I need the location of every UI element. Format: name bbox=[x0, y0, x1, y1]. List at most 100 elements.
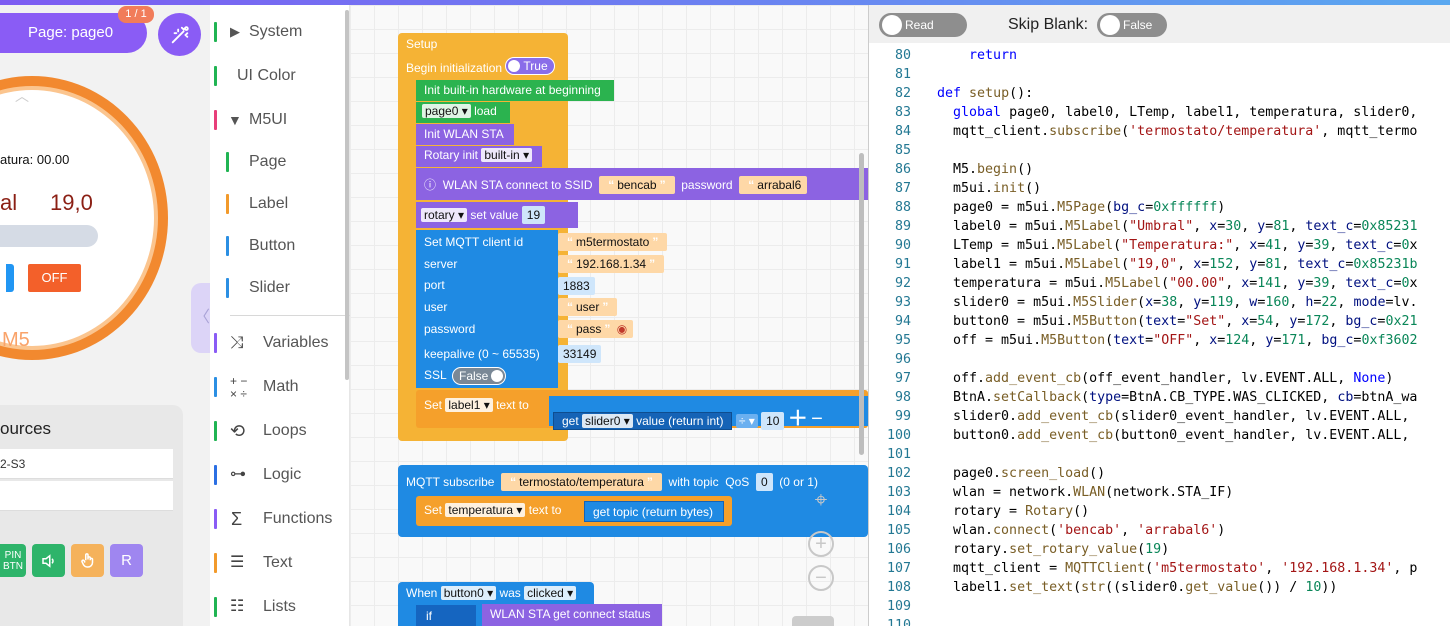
device-off-button[interactable]: OFF bbox=[28, 264, 81, 292]
page0-dropdown[interactable]: page0 ▾ bbox=[422, 104, 471, 118]
divisor-number[interactable]: 10 bbox=[761, 412, 785, 430]
get-slider-block[interactable]: get slider0 ▾ value (return int) bbox=[553, 412, 733, 430]
client-id-string[interactable]: “m5termostato” bbox=[558, 233, 668, 251]
line-number: 91 bbox=[894, 257, 911, 272]
code-line[interactable]: temperatura = m5ui.M5Label("00.00", x=14… bbox=[937, 276, 1418, 291]
wlan-status-block[interactable]: WLAN STA get connect status bbox=[482, 604, 662, 626]
pass-string[interactable]: “pass” ◉ bbox=[558, 320, 634, 338]
code-line[interactable]: label1.set_text(str((slider0.get_value()… bbox=[937, 580, 1338, 595]
ssid-string[interactable]: “bencab” bbox=[599, 176, 675, 194]
category-variables[interactable]: ⤨Variables bbox=[210, 328, 350, 358]
code-line[interactable]: off.add_event_cb(off_event_handler, lv.E… bbox=[937, 371, 1394, 386]
touch-button[interactable] bbox=[71, 544, 104, 577]
code-line[interactable]: BtnA.setCallback(type=BtnA.CB_TYPE.WAS_C… bbox=[937, 390, 1418, 405]
collapse-panel-button[interactable]: 〈 bbox=[191, 283, 213, 353]
operator-dropdown[interactable]: ÷ ▾ bbox=[735, 414, 758, 428]
code-line[interactable]: button0 = m5ui.M5Button(text="Set", x=54… bbox=[937, 314, 1418, 329]
category-logic[interactable]: ⊶Logic bbox=[210, 460, 350, 490]
init-builtin-block[interactable]: Init built-in hardware at beginning bbox=[416, 80, 614, 101]
rotary-init-block[interactable]: Rotary init built-in ▾ bbox=[416, 146, 542, 167]
category-system[interactable]: ▶System bbox=[210, 17, 350, 47]
eye-icon[interactable]: ◉ bbox=[616, 322, 628, 336]
category-lists[interactable]: ☷Lists bbox=[210, 592, 350, 622]
device-slider[interactable] bbox=[0, 225, 98, 247]
code-line[interactable]: m5ui.init() bbox=[937, 181, 1042, 196]
code-line[interactable]: def setup(): bbox=[937, 86, 1034, 101]
resource-item-empty[interactable] bbox=[0, 481, 173, 511]
code-line[interactable]: return bbox=[969, 48, 1018, 63]
blocks-workspace[interactable]: Setup Begin initialization True Init bui… bbox=[350, 5, 868, 626]
code-line[interactable]: page0.screen_load() bbox=[937, 466, 1106, 481]
category-math[interactable]: + −× ÷Math bbox=[210, 372, 350, 402]
if-block[interactable]: if bbox=[416, 605, 476, 626]
button0-dropdown[interactable]: button0 ▾ bbox=[440, 586, 497, 600]
category-m5ui[interactable]: ▼M5UI bbox=[210, 105, 350, 135]
code-line[interactable]: mqtt_client = MQTTClient('m5termostato',… bbox=[937, 561, 1418, 576]
zoom-out-button[interactable]: − bbox=[808, 565, 834, 591]
resources-title: ources bbox=[0, 419, 52, 438]
rotary-set-value-block[interactable]: rotary ▾ set value 19 bbox=[416, 202, 578, 228]
user-string[interactable]: “user” bbox=[558, 298, 618, 316]
code-line[interactable]: label0 = m5ui.M5Label("Umbral", x=30, y=… bbox=[937, 219, 1418, 234]
code-line[interactable]: mqtt_client.subscribe('termostato/temper… bbox=[937, 124, 1418, 139]
code-line[interactable]: rotary.set_rotary_value(19) bbox=[937, 542, 1170, 557]
r-button[interactable]: R bbox=[110, 544, 143, 577]
code-line[interactable]: slider0 = m5ui.M5Slider(x=38, y=119, w=1… bbox=[937, 295, 1418, 310]
ssl-toggle[interactable]: False bbox=[452, 367, 507, 385]
read-mode-toggle[interactable]: Read Mode bbox=[879, 13, 967, 56]
trash-icon[interactable] bbox=[792, 616, 834, 626]
init-wlan-block[interactable]: Init WLAN STA bbox=[416, 124, 514, 145]
category-ui-color[interactable]: UI Color bbox=[210, 61, 350, 91]
plus-icon[interactable]: ＋ bbox=[787, 408, 808, 430]
server-string[interactable]: “192.168.1.34” bbox=[558, 255, 665, 273]
code-line[interactable]: button0.add_event_cb(button0_event_handl… bbox=[937, 428, 1418, 443]
get-topic-block[interactable]: get topic (return bytes) bbox=[584, 501, 724, 522]
block-text: with topic bbox=[668, 475, 719, 489]
label1-dropdown[interactable]: label1 ▾ bbox=[445, 398, 493, 412]
minus-icon[interactable]: − bbox=[811, 408, 823, 430]
qos-number[interactable]: 0 bbox=[755, 473, 773, 491]
divide-block[interactable]: get slider0 ▾ value (return int) ÷ ▾ 10 … bbox=[549, 396, 868, 430]
categories-scrollbar[interactable] bbox=[345, 10, 349, 380]
category-text[interactable]: ☰Text bbox=[210, 548, 350, 578]
speaker-button[interactable] bbox=[32, 544, 65, 577]
zoom-in-button[interactable]: + bbox=[808, 531, 834, 557]
skip-blank-toggle[interactable]: False bbox=[1097, 13, 1167, 37]
category-slider[interactable]: Slider bbox=[210, 273, 350, 303]
code-line[interactable]: page0 = m5ui.M5Page(bg_c=0xffffff) bbox=[937, 200, 1226, 215]
slider0-dropdown[interactable]: slider0 ▾ bbox=[582, 414, 633, 428]
device-set-button[interactable] bbox=[6, 264, 14, 292]
topic-string[interactable]: “termostato/temperatura” bbox=[501, 473, 662, 491]
code-line[interactable]: wlan = network.WLAN(network.STA_IF) bbox=[937, 485, 1234, 500]
code-line[interactable]: wlan.connect('bencab', 'arrabal6') bbox=[937, 523, 1226, 538]
category-label[interactable]: Label bbox=[210, 189, 350, 219]
category-loops[interactable]: ⟲Loops bbox=[210, 416, 350, 446]
rotary-dropdown[interactable]: rotary ▾ bbox=[421, 208, 468, 222]
code-line[interactable]: rotary = Rotary() bbox=[937, 504, 1090, 519]
rotary-type-dropdown[interactable]: built-in ▾ bbox=[481, 148, 533, 162]
page-load-block[interactable]: page0 ▾ load bbox=[416, 102, 510, 123]
wlan-connect-block[interactable]: ⓘ WLAN STA connect to SSID “bencab” pass… bbox=[416, 168, 868, 200]
password-string[interactable]: “arrabal6 bbox=[739, 176, 808, 194]
code-line[interactable]: M5.begin() bbox=[937, 162, 1034, 177]
code-line[interactable]: LTemp = m5ui.M5Label("Temperatura:", x=4… bbox=[937, 238, 1418, 253]
category-button[interactable]: Button bbox=[210, 231, 350, 261]
magic-wand-button[interactable] bbox=[158, 13, 201, 56]
resource-item-board[interactable]: 2-S3 bbox=[0, 449, 173, 479]
temperatura-dropdown[interactable]: temperatura ▾ bbox=[445, 503, 526, 517]
keepalive-number[interactable]: 33149 bbox=[558, 345, 602, 363]
workspace-scrollbar[interactable] bbox=[859, 153, 864, 455]
code-line[interactable]: global page0, label0, LTemp, label1, tem… bbox=[953, 105, 1418, 120]
code-line[interactable]: off = m5ui.M5Button(text="OFF", x=124, y… bbox=[937, 333, 1418, 348]
rotary-value-number[interactable]: 19 bbox=[521, 206, 546, 224]
port-number[interactable]: 1883 bbox=[558, 277, 595, 295]
begin-init-toggle[interactable]: True bbox=[505, 57, 555, 75]
category-page[interactable]: Page bbox=[210, 147, 350, 177]
clicked-dropdown[interactable]: clicked ▾ bbox=[524, 586, 577, 600]
recenter-icon[interactable]: ⌖ bbox=[814, 487, 828, 512]
code-line[interactable]: slider0.add_event_cb(slider0_event_handl… bbox=[937, 409, 1418, 424]
mqtt-client-block[interactable]: Set MQTT client id server port user pass… bbox=[416, 230, 558, 388]
code-line[interactable]: label1 = m5ui.M5Label("19,0", x=152, y=8… bbox=[937, 257, 1418, 272]
